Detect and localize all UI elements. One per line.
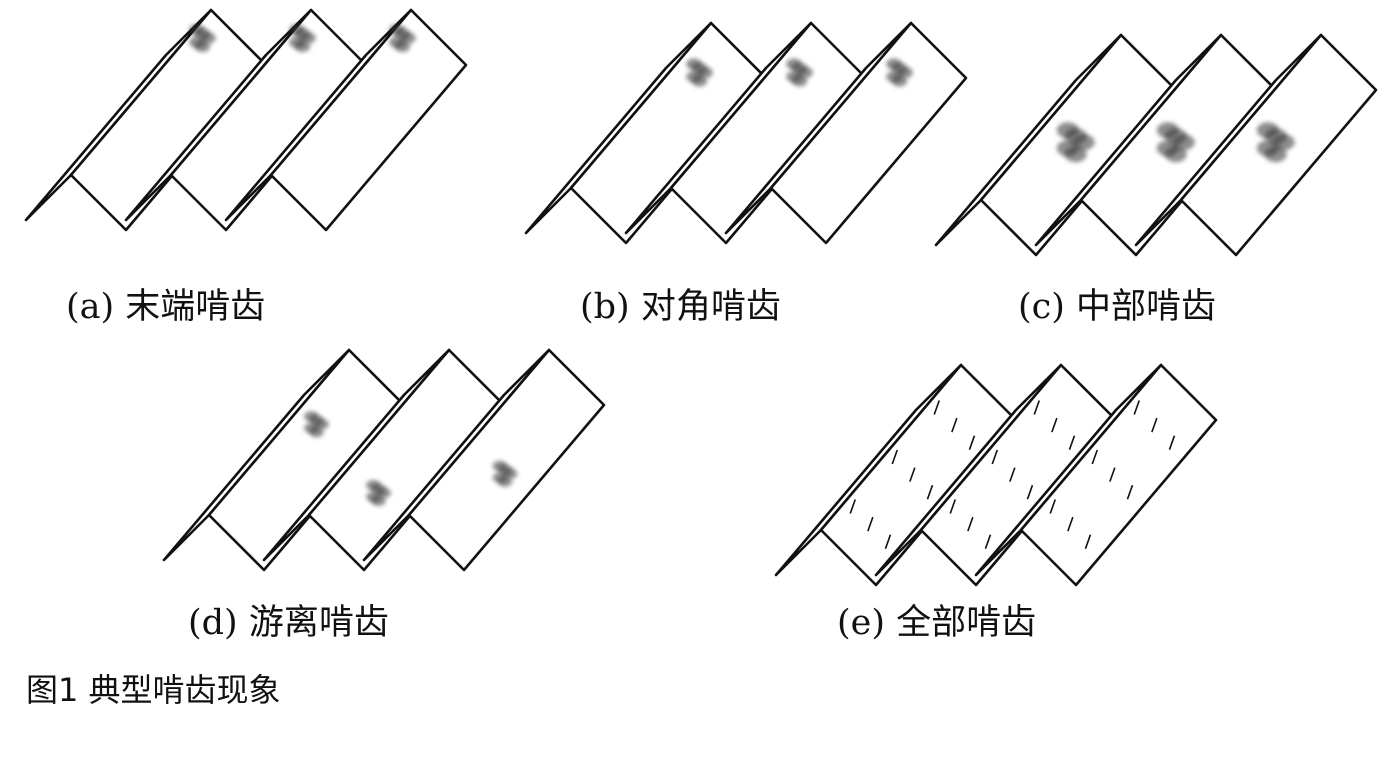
wear-mark [691,75,708,87]
tooth-face [769,21,968,245]
wear-mark [194,40,211,53]
scratch-mark [1026,484,1034,500]
gear-teeth-drawing-b [524,21,968,245]
scratch-mark [1067,516,1074,532]
wear-mark [1064,146,1087,163]
scratch-mark [1051,417,1058,433]
panel-a-label: (a) 末端啃齿 [66,287,266,327]
gear-teeth-drawing-a [24,8,468,232]
scratch-mark [1091,449,1099,465]
scratch-mark [849,499,857,514]
teeth-group [524,21,968,245]
scratch-mark [1049,499,1057,514]
wear-mark [891,75,908,87]
wear-mark [294,40,311,53]
scratch-mark [949,499,957,514]
wear-mark [371,495,386,506]
figure-caption: 图1 典型啃齿现象 [26,671,281,709]
panel-b [520,21,968,268]
teeth-group [162,348,606,572]
panel-c-label: (c) 中部啃齿 [1018,287,1217,327]
tooth-face [407,348,606,572]
scratch-mark [984,534,992,549]
scratch-mark [884,534,892,549]
scratch-mark [1109,467,1116,482]
wear-mark [1164,146,1187,163]
panel-c [930,33,1378,280]
wear-mark [309,426,324,438]
panel-d-label: (d) 游离啃齿 [188,603,389,643]
panel-a [20,8,468,255]
scratch-mark [1168,435,1176,450]
scratch-mark [951,417,958,433]
gear-teeth-drawing-e [774,363,1218,587]
scratch-mark [926,484,934,500]
tooth-face [1019,363,1218,587]
scratch-mark [1133,400,1141,415]
wear-mark [1264,146,1287,163]
gear-teeth-drawing-c [934,33,1378,257]
scratch-mark [1126,484,1134,500]
scratch-mark [1009,467,1016,482]
scratch-mark [1068,435,1076,450]
tooth-face [269,8,468,232]
scratch-mark [933,400,941,415]
scratch-mark [1033,400,1041,415]
wear-mark [497,476,513,487]
scratch-mark [991,449,999,465]
gear-teeth-drawing-d [162,348,606,572]
teeth-group [24,8,468,232]
panel-e-label: (e) 全部啃齿 [837,603,1037,643]
teeth-group [934,33,1378,257]
panel-d [158,348,606,595]
scratch-mark [1151,417,1158,433]
scratch-mark [867,516,874,532]
scratch-mark [891,449,899,465]
panel-b-label: (b) 对角啃齿 [580,287,781,327]
scratch-mark [967,516,974,532]
teeth-group [774,363,1218,587]
panel-e [770,363,1218,610]
scratch-mark [968,435,976,450]
wear-mark [791,75,808,87]
scratch-mark [909,467,916,482]
scratch-mark [1084,534,1092,549]
wear-mark [394,40,411,53]
